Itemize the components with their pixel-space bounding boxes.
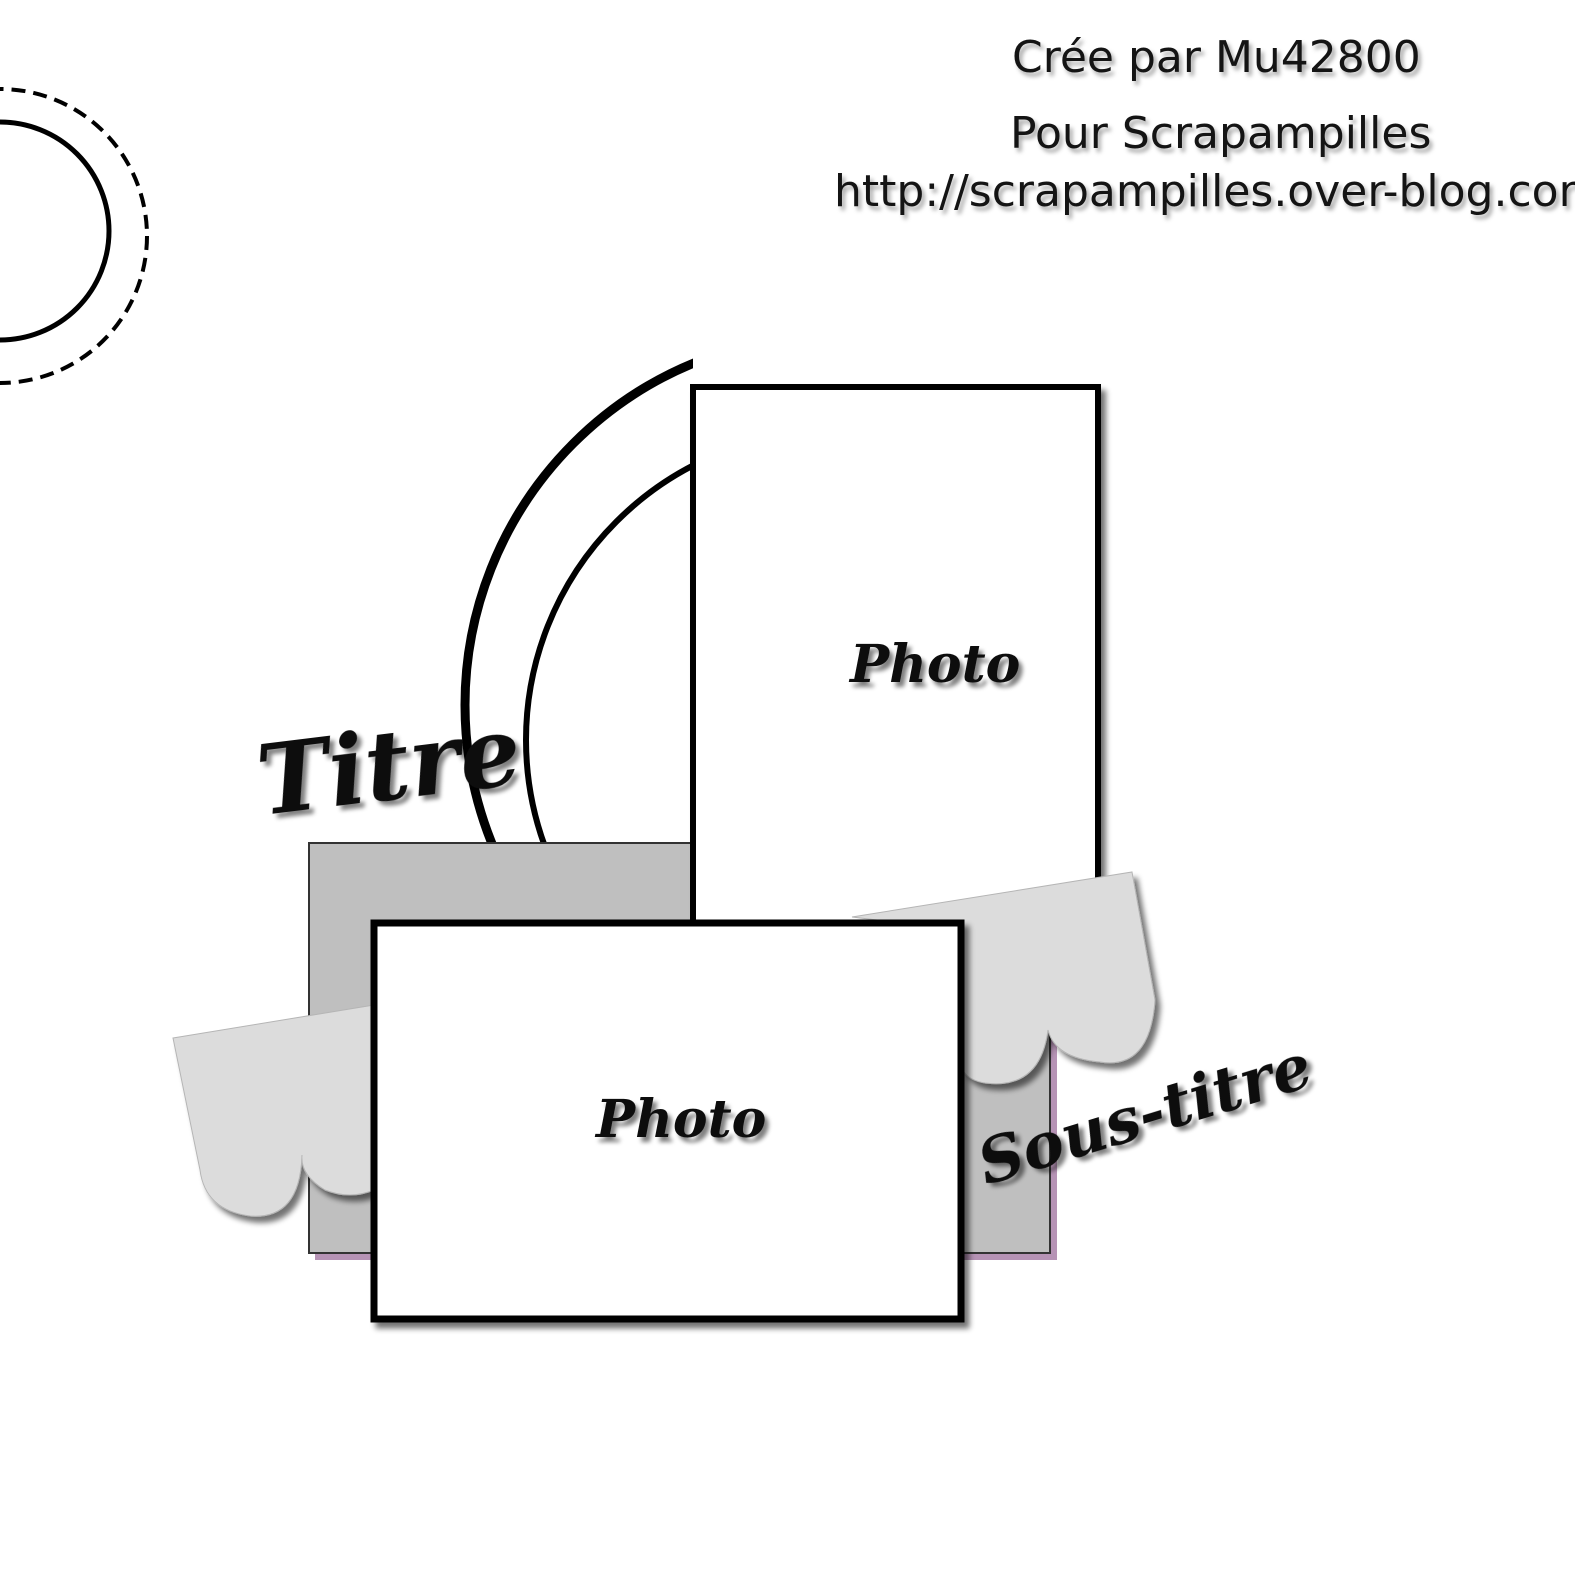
photo-label-top: Photo xyxy=(848,634,1020,695)
arc-inner xyxy=(523,462,693,845)
photo-frame-vertical xyxy=(690,384,1101,935)
credit-author: Crée par Mu42800 xyxy=(1012,32,1421,83)
arc-outer xyxy=(460,358,693,845)
background-arcs xyxy=(460,358,693,845)
photo-label-bottom: Photo xyxy=(594,1089,766,1150)
credit-url: http://scrapampilles.over-blog.com xyxy=(834,166,1575,217)
corner-circle-dashed xyxy=(0,87,149,385)
corner-circle-solid xyxy=(0,119,112,343)
credit-blog-name: Pour Scrapampilles xyxy=(1010,108,1432,159)
corner-circle-group xyxy=(0,87,149,385)
photo-frame-horizontal xyxy=(370,919,965,1323)
scallop-banner-left xyxy=(172,1004,375,1217)
